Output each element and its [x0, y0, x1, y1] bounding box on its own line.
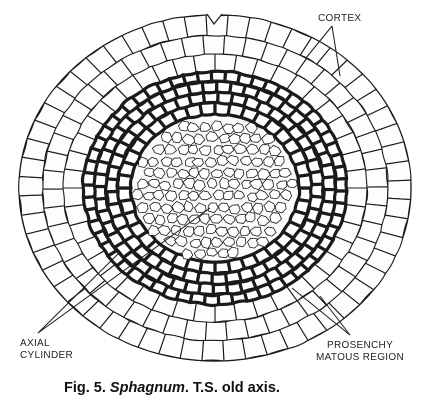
axial-cylinder-label-line1: AXIAL: [20, 338, 50, 349]
caption-prefix: Fig. 5.: [64, 380, 110, 396]
cortex-cell: [226, 320, 249, 341]
cortex-cell: [223, 339, 246, 361]
prosenchymatous-cell: [197, 71, 212, 82]
prosenchymatous-label-line2: MATOUS REGION: [316, 352, 404, 363]
cortex-cell: [203, 35, 225, 54]
prosenchymatous-cell: [335, 178, 347, 191]
cortex-cell: [63, 188, 85, 207]
cortex-cell: [346, 169, 367, 188]
cortex-cell: [202, 340, 224, 361]
axial-cylinder-cell: [155, 215, 165, 225]
cortex-cell: [366, 168, 388, 187]
axial-cylinder-cell: [206, 224, 217, 233]
cortex-cell: [42, 189, 64, 208]
cortex-cell: [386, 161, 411, 181]
caption-genus: Sphagnum: [110, 380, 185, 396]
axial-cylinder-label-line2: CYLINDER: [20, 350, 73, 361]
cortex-cell: [19, 195, 44, 215]
cortex-cell: [205, 322, 227, 341]
cortex-cell: [346, 188, 367, 207]
caption-suffix: . T.S. old axis.: [185, 380, 280, 396]
cortex-cell: [181, 36, 204, 57]
prosenchymatous-cell: [218, 293, 233, 304]
cortex-cell: [19, 176, 43, 195]
cortex-label: CORTEX: [318, 13, 361, 24]
cortex-cell: [388, 180, 411, 199]
cortex-cell: [42, 170, 64, 189]
axial-cylinder-cell: [229, 205, 240, 214]
cortex-cell: [184, 15, 207, 37]
prosenchymatous-cell: [83, 185, 95, 198]
figure-caption: Fig. 5. Sphagnum. T.S. old axis.: [64, 380, 280, 396]
cortex-cell: [193, 54, 215, 73]
cortex-cell: [366, 187, 388, 206]
prosenchymatous-label-line1: PROSENCHY: [327, 340, 393, 351]
